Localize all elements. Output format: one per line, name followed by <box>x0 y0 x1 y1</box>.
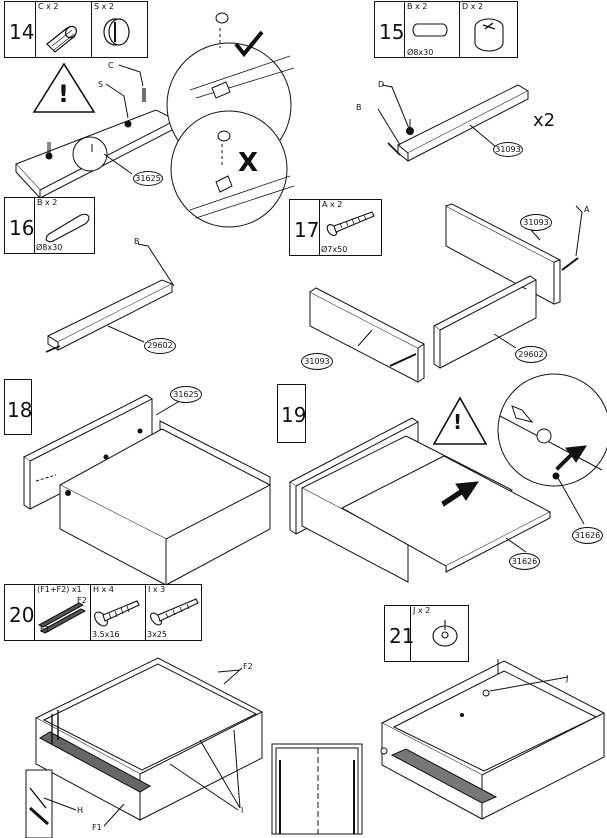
callout-f1: F1 <box>92 823 102 832</box>
panel-label-29602: 29602 <box>144 338 176 354</box>
part-code: H x 4 <box>93 585 114 594</box>
panel-label-31093-top: 31093 <box>520 214 552 231</box>
wrong-icon: X <box>238 148 259 178</box>
callout-c: C <box>108 61 114 70</box>
runner-f2-label: F2 <box>77 596 87 605</box>
callout-h: H <box>77 806 84 815</box>
panel-label-31626-detail: 31626 <box>572 527 603 544</box>
drawer-runner-icon <box>37 602 87 634</box>
step-17-drawing <box>309 203 583 383</box>
step-17-header: 17 A x 2 Ø7x50 <box>289 199 382 256</box>
step-19-header: 19 <box>277 384 306 443</box>
part-code: J x 2 <box>413 606 431 615</box>
callout-b: B <box>134 237 140 246</box>
part-code: B x 2 <box>407 2 428 11</box>
warning-icon: ! <box>453 410 463 434</box>
step-16-header: 16 B x 2 Ø8x30 <box>4 197 95 254</box>
step-14-drawing <box>15 12 295 228</box>
part-size: 3.5x16 <box>92 630 120 639</box>
callout-b: B <box>356 103 362 112</box>
callout-f2: F2 <box>243 662 253 671</box>
part-code: A x 2 <box>322 200 343 209</box>
step-number: 18 <box>7 398 33 422</box>
step-number: 14 <box>9 20 35 44</box>
step-18-drawing <box>23 394 272 586</box>
panel-label-31626: 31626 <box>509 553 540 570</box>
part-size: Ø8x30 <box>407 48 434 57</box>
screw-icon <box>326 211 375 236</box>
part-code: S x 2 <box>94 2 114 11</box>
part-code: D x 2 <box>462 2 484 11</box>
stop-screw-icon <box>432 620 458 647</box>
screw-icon <box>94 600 140 627</box>
step-18-header: 18 <box>4 379 32 435</box>
quantity-multiplier: x2 <box>533 110 556 131</box>
panel-label-31625: 31625 <box>133 171 163 186</box>
panel-label-29602-right: 29602 <box>515 346 547 363</box>
part-code: C x 2 <box>38 2 59 11</box>
runner-f1-label: F1 <box>40 625 50 634</box>
part-size: Ø7x50 <box>321 245 348 254</box>
step-number: 20 <box>9 603 35 627</box>
cam-lock-icon <box>474 18 504 52</box>
part-size: 3x25 <box>147 630 168 639</box>
step-15-header: 15 B x 2 Ø8x30 D x 2 <box>374 1 518 58</box>
dowel-icon <box>45 213 90 243</box>
step-number: 21 <box>389 624 415 648</box>
warning-icon: ! <box>58 80 69 108</box>
screw-icon <box>150 598 199 626</box>
callout-d: D <box>378 80 385 89</box>
step-20-drawing <box>25 657 363 838</box>
callout-s: S <box>98 80 104 89</box>
panel-label-31625: 31625 <box>170 386 202 403</box>
step-21-header: 21 J x 2 <box>384 605 469 662</box>
callout-a: A <box>584 205 590 214</box>
step-14-header: 14 C x 2 S x 2 <box>4 1 148 58</box>
callout-i: I <box>241 806 244 815</box>
panel-label-31093-left: 31093 <box>301 353 333 370</box>
step-number: 19 <box>281 403 307 427</box>
step-number: 17 <box>294 218 320 242</box>
step-21-drawing <box>380 659 606 820</box>
part-code: B x 2 <box>37 198 58 207</box>
part-size: Ø8x30 <box>36 243 63 252</box>
step-number: 16 <box>9 216 35 240</box>
step-15-drawing <box>377 84 530 162</box>
dowel-icon <box>46 25 78 53</box>
cam-screw-icon <box>103 18 130 46</box>
step-19-drawing <box>289 373 607 583</box>
callout-j: J <box>566 674 569 683</box>
dowel-icon <box>412 23 448 37</box>
part-code: (F1+F2) x1 <box>37 585 82 594</box>
step-16-drawing <box>45 243 175 353</box>
panel-label-31093: 31093 <box>493 142 523 157</box>
part-code: I x 3 <box>148 585 166 594</box>
step-number: 15 <box>379 20 405 44</box>
step-20-header: 20 (F1+F2) x1 F2 F1 H x 4 3.5x16 I x 3 3… <box>4 584 202 641</box>
